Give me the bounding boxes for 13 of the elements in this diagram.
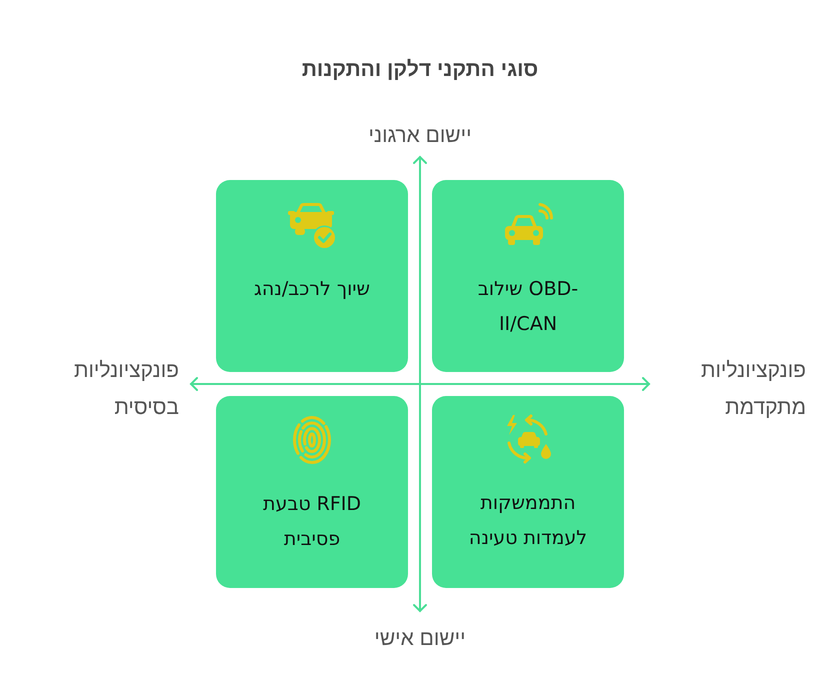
axis-label: יישום אישי [374, 626, 466, 652]
quadrant-card [432, 180, 624, 372]
card-label: שיוך לרכב/נהג [254, 277, 370, 302]
quadrant-card [216, 396, 408, 588]
card-label: טבעת RFID פסיבית [262, 492, 362, 552]
axis-label: פונקציונליות מתקדמת [700, 358, 806, 421]
card-label: התממשקות לעמדות טעינה [468, 491, 588, 551]
chart-title: סוגי התקני דלקן והתקנות [302, 57, 538, 83]
quadrant-card [432, 396, 624, 588]
quadrant-card [216, 180, 408, 372]
axis-label: פונקציונליות בסיסית [72, 358, 179, 421]
card-label: שילוב OBD-II/CAN [476, 277, 580, 337]
axis-label: יישום ארגוני [368, 123, 472, 149]
